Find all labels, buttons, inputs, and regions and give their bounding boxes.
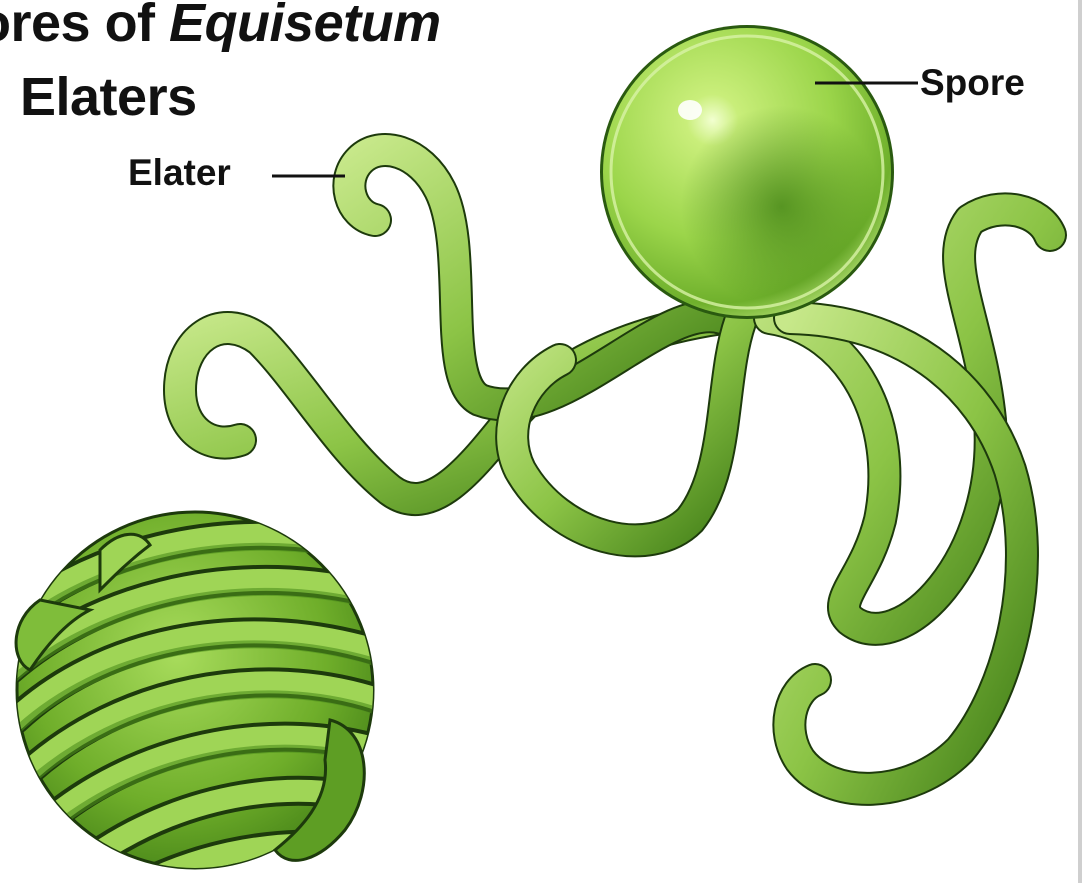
elater-label: Elater: [128, 152, 231, 194]
diagram-title-line-2: Elaters: [20, 66, 197, 128]
diagram-title-line-1: ores of Equisetum: [0, 0, 441, 54]
spore-highlight: [678, 100, 702, 120]
coiled-spore: [10, 512, 380, 883]
spore: [600, 25, 894, 319]
image-right-border: [1078, 0, 1082, 883]
title-genus: Equisetum: [169, 0, 441, 53]
spore-label: Spore: [920, 62, 1025, 104]
title-prefix: ores of: [0, 0, 169, 53]
